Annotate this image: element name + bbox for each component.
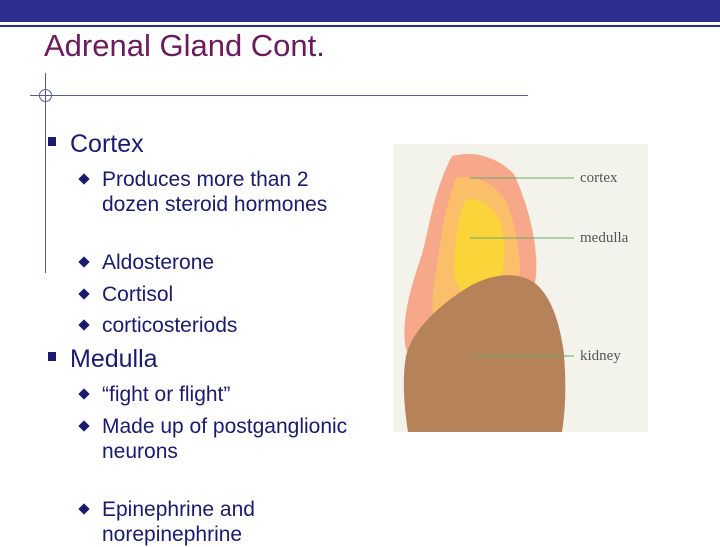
diamond-bullet-icon (78, 256, 90, 268)
square-bullet-icon (48, 352, 56, 361)
diamond-bullet-icon (78, 288, 90, 300)
diamond-bullet-icon (78, 420, 90, 432)
adrenal-gland-figure: cortex medulla kidney (394, 144, 648, 432)
kidney-label: kidney (580, 348, 621, 364)
subbullet-text: Produces more than 2 dozen steroid hormo… (102, 168, 328, 216)
diamond-bullet-icon (78, 173, 90, 185)
medulla-label: medulla (580, 230, 629, 246)
adrenal-gland-illustration (403, 154, 574, 432)
subbullet-text: “fight or flight” (102, 383, 231, 406)
subbullet-text: Made up of postganglionic neurons (102, 415, 348, 463)
slide-title: Adrenal Gland Cont. (44, 28, 325, 63)
medulla-shape (453, 199, 505, 299)
title-underline (30, 95, 528, 96)
subbullet-text: Aldosterone (102, 251, 215, 274)
crosshair-decoration (39, 89, 52, 102)
bullet-label: Cortex (70, 130, 144, 158)
vertical-rule (45, 73, 46, 273)
subbullet-text: Cortisol (102, 283, 174, 306)
top-accent-thin-bar (0, 25, 720, 27)
cortex-label: cortex (580, 170, 618, 186)
square-bullet-icon (48, 137, 56, 146)
diamond-bullet-icon (78, 319, 90, 331)
top-accent-bar (0, 0, 720, 22)
top-accent-gap (0, 22, 720, 25)
subbullet-text: corticosteriods (102, 314, 238, 337)
diamond-bullet-icon (78, 503, 90, 515)
bullet-label: Medulla (70, 345, 158, 373)
kidney-shape (403, 275, 566, 432)
diamond-bullet-icon (78, 388, 90, 400)
